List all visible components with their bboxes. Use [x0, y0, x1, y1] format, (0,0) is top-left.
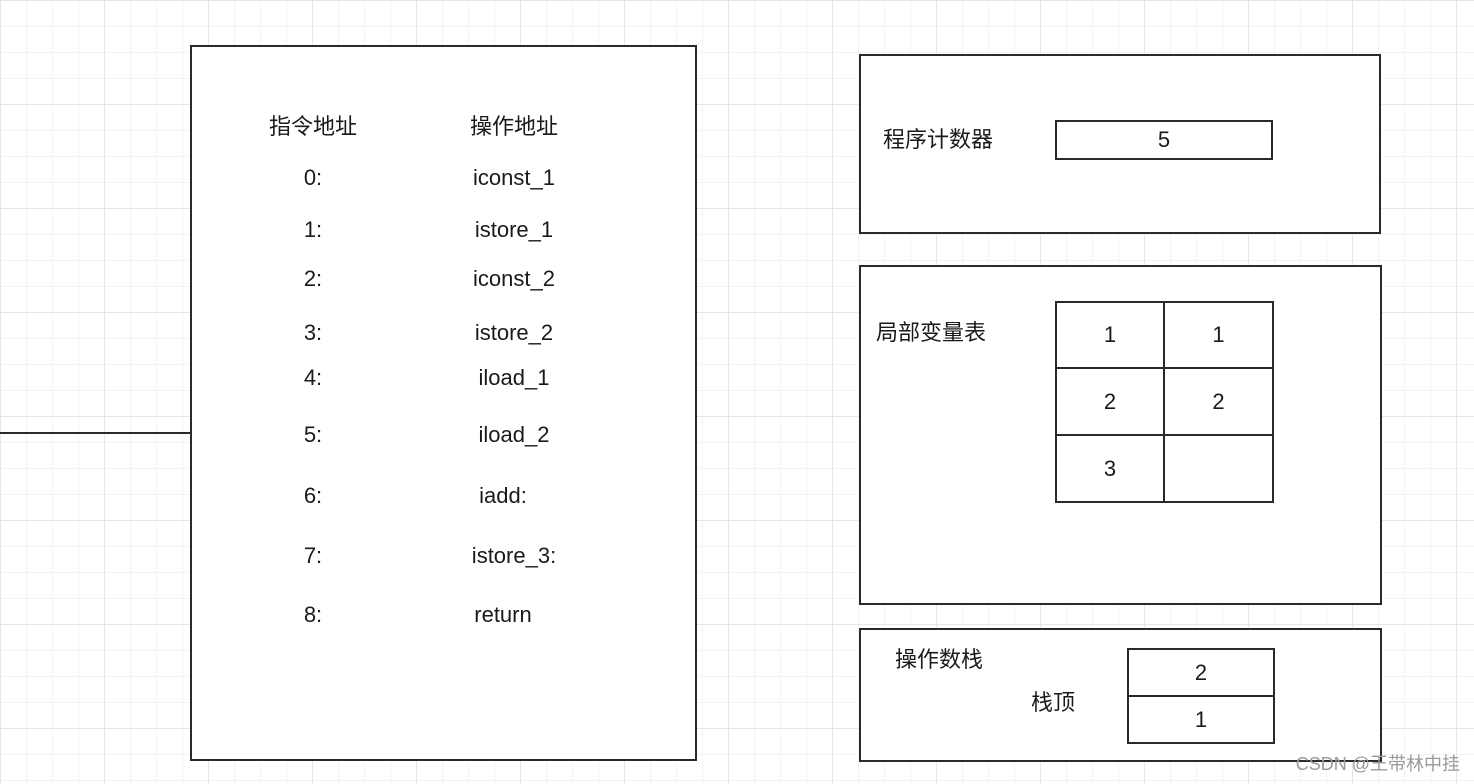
- local-variable-cell: [1163, 434, 1274, 503]
- instruction-address: 1:: [303, 217, 323, 242]
- instruction-address-header: 指令地址: [268, 114, 358, 139]
- instruction-opcode: iload_2: [478, 422, 550, 447]
- local-variables-label: 局部变量表: [876, 320, 987, 345]
- operand-stack-panel: [859, 628, 1382, 762]
- instruction-opcode: iconst_2: [473, 266, 555, 291]
- operand-stack-label: 操作数栈: [895, 647, 984, 672]
- program-counter-value: 5: [1055, 120, 1273, 160]
- instruction-address: 7:: [303, 543, 323, 568]
- instructions-panel: [190, 45, 697, 761]
- instruction-address: 2:: [303, 266, 323, 291]
- local-variable-cell: 1: [1163, 301, 1274, 369]
- local-variable-cell: 1: [1055, 301, 1165, 369]
- instruction-address: 0:: [303, 165, 323, 190]
- operand-stack-slot: 2: [1127, 648, 1275, 697]
- operand-stack-slot: 1: [1127, 695, 1275, 744]
- instruction-address: 6:: [303, 483, 323, 508]
- instruction-address: 5:: [303, 422, 323, 447]
- instruction-address: 4:: [303, 365, 323, 390]
- stack-top-label: 栈顶: [1031, 690, 1076, 715]
- local-variable-cell: 2: [1055, 367, 1165, 436]
- instruction-opcode: iload_1: [478, 365, 550, 390]
- instruction-address: 3:: [303, 320, 323, 345]
- instruction-address: 8:: [303, 602, 323, 627]
- operation-address-header: 操作地址: [469, 114, 559, 139]
- instruction-opcode: istore_2: [474, 320, 554, 345]
- instruction-opcode: return: [474, 602, 532, 627]
- instruction-opcode: istore_3:: [471, 543, 557, 568]
- local-variable-cell: 2: [1163, 367, 1274, 436]
- local-variable-cell: 3: [1055, 434, 1165, 503]
- instruction-opcode: istore_1: [474, 217, 554, 242]
- program-counter-label: 程序计数器: [883, 127, 994, 152]
- instruction-opcode: iadd:: [479, 483, 527, 508]
- watermark: CSDN @王带林中挂: [1295, 754, 1460, 774]
- instruction-opcode: iconst_1: [473, 165, 555, 190]
